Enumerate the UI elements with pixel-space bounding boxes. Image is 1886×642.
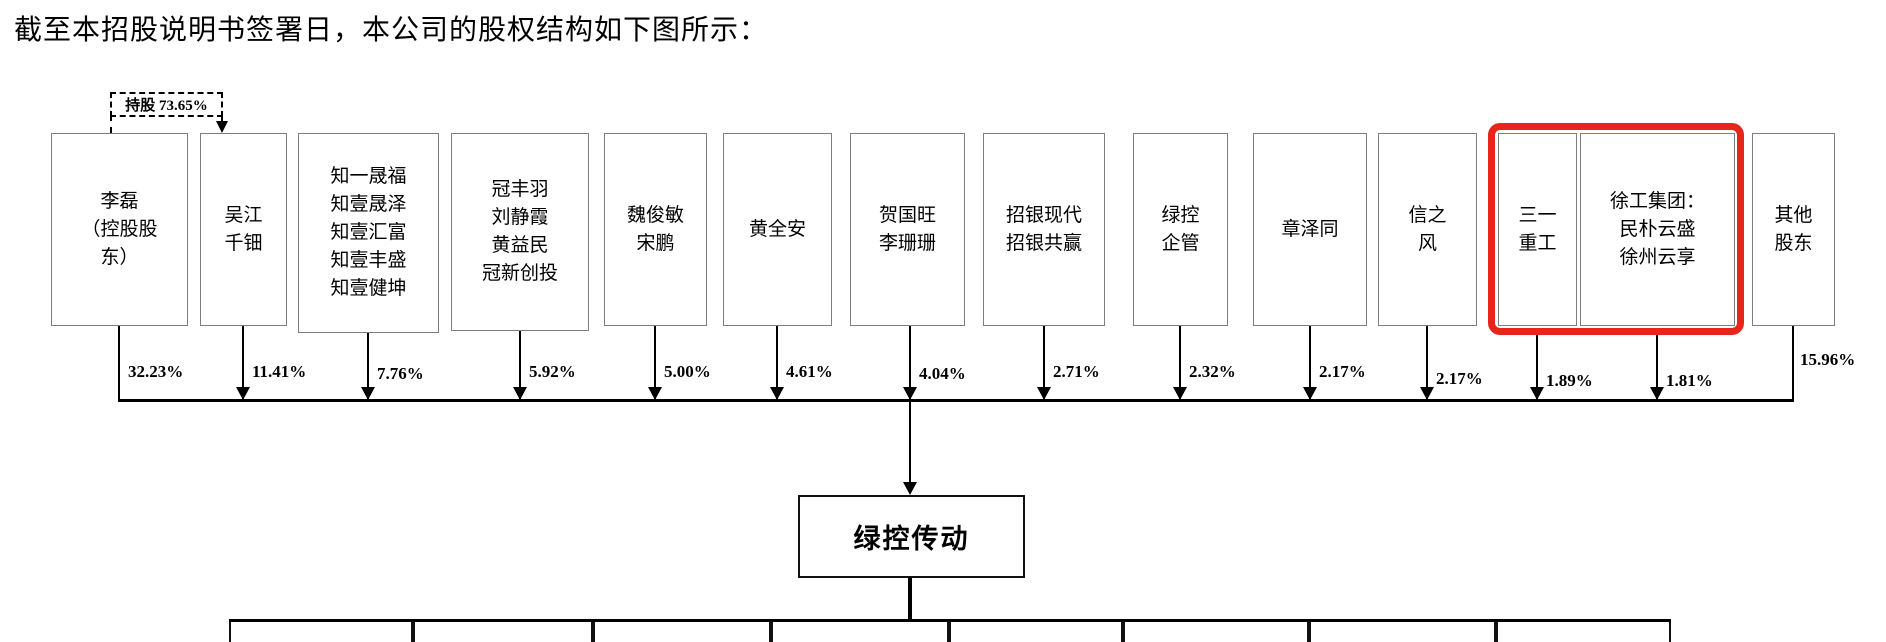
shareholder-name: 徐工集团： 民朴云盛 徐州云享 — [1609, 190, 1705, 268]
subsidiary-box — [593, 620, 771, 642]
connector-line — [909, 326, 911, 400]
shareholder-box: 知一晟福 知壹晟泽 知壹汇富 知壹丰盛 知壹健坤 — [298, 133, 439, 333]
shareholder-name: 冠丰羽 刘静霞 黄益民 冠新创投 — [481, 179, 558, 284]
ownership-percent-label: 1.89% — [1546, 371, 1593, 390]
connector-line — [367, 333, 369, 400]
subsidiary-box — [1123, 620, 1309, 642]
shareholder-name: 三一 重工 — [1518, 204, 1557, 254]
arrow-down-icon — [1173, 387, 1187, 400]
subsidiary-box — [949, 620, 1123, 642]
shareholder-name: 李磊 （控股股 东） — [81, 190, 158, 268]
ownership-percent-label: 5.92% — [529, 362, 576, 381]
shareholder-name: 信之 风 — [1408, 204, 1447, 254]
shareholder-box: 招银现代 招银共赢 — [983, 133, 1105, 326]
arrow-down-icon — [903, 387, 917, 400]
shareholder-box: 绿控 企管 — [1133, 133, 1228, 326]
connector-line-bottom — [908, 577, 912, 621]
connector-line — [242, 326, 244, 400]
holding-callout: 持股 73.65% — [110, 92, 223, 117]
ownership-percent-label: 4.04% — [919, 364, 966, 383]
arrow-down-icon — [648, 387, 662, 400]
ownership-percent-label: 11.41% — [252, 362, 307, 381]
shareholder-name: 贺国旺 李珊珊 — [878, 204, 936, 254]
shareholder-box: 吴江 千钿 — [200, 133, 287, 326]
ownership-percent-label: 1.81% — [1666, 371, 1713, 390]
connector-line-center — [909, 399, 911, 483]
connector-line — [1536, 335, 1538, 400]
shareholder-box: 其他 股东 — [1752, 133, 1835, 326]
arrow-down-icon — [236, 387, 250, 400]
ownership-percent-label: 5.00% — [664, 362, 711, 381]
arrow-down-icon — [216, 121, 228, 133]
shareholder-name: 黄全安 — [748, 218, 806, 240]
shareholder-box: 章泽同 — [1253, 133, 1367, 326]
ownership-percent-label: 32.23% — [128, 362, 184, 381]
shareholder-name: 魏俊敏 宋鹏 — [626, 204, 684, 254]
connector-line — [654, 326, 656, 400]
page-title: 截至本招股说明书签署日，本公司的股权结构如下图所示： — [14, 15, 769, 46]
connector-line — [519, 331, 521, 400]
arrow-down-icon — [1420, 387, 1434, 400]
shareholder-box-highlighted: 三一 重工 — [1498, 133, 1577, 326]
arrow-down-icon — [1037, 387, 1051, 400]
arrow-down-icon — [361, 387, 375, 400]
subsidiary-box — [413, 620, 593, 642]
shareholder-name: 绿控 企管 — [1161, 204, 1200, 254]
subsidiary-box — [229, 620, 413, 642]
arrow-down-icon — [770, 387, 784, 400]
connector-line — [118, 326, 120, 400]
shareholder-box-highlighted: 徐工集团： 民朴云盛 徐州云享 — [1580, 133, 1735, 326]
subsidiary-box — [1496, 620, 1671, 642]
company-box: 绿控传动 — [798, 495, 1025, 578]
ownership-percent-label: 4.61% — [786, 362, 833, 381]
collector-line-bottom — [229, 619, 1671, 622]
ownership-percent-label: 15.96% — [1800, 350, 1856, 369]
shareholder-box: 黄全安 — [723, 133, 832, 326]
company-name: 绿控传动 — [853, 524, 970, 554]
shareholder-name: 招银现代 招银共赢 — [1005, 204, 1082, 254]
shareholder-name: 吴江 千钿 — [224, 204, 263, 254]
subsidiary-box — [771, 620, 949, 642]
shareholder-box: 李磊 （控股股 东） — [51, 133, 188, 326]
arrow-down-icon — [1303, 387, 1317, 400]
connector-line — [1792, 326, 1794, 400]
dashed-connector-right — [221, 115, 223, 123]
connector-line — [1179, 326, 1181, 400]
arrow-down-icon — [1650, 387, 1664, 400]
arrow-down-icon — [513, 387, 527, 400]
shareholder-box: 贺国旺 李珊珊 — [850, 133, 965, 326]
shareholder-box: 信之 风 — [1378, 133, 1477, 326]
holding-callout-label: 持股 73.65% — [125, 98, 208, 114]
shareholder-name: 其他 股东 — [1774, 204, 1813, 254]
ownership-percent-label: 2.32% — [1189, 362, 1236, 381]
shareholder-name: 章泽同 — [1281, 218, 1339, 240]
shareholder-box: 冠丰羽 刘静霞 黄益民 冠新创投 — [451, 133, 589, 331]
ownership-percent-label: 7.76% — [377, 364, 424, 383]
connector-line — [776, 326, 778, 400]
ownership-percent-label: 2.17% — [1319, 362, 1366, 381]
connector-line — [1309, 326, 1311, 400]
connector-line — [1426, 326, 1428, 400]
ownership-percent-label: 2.71% — [1053, 362, 1100, 381]
shareholder-box: 魏俊敏 宋鹏 — [604, 133, 707, 326]
arrow-down-icon — [903, 482, 917, 495]
collector-line-top — [118, 399, 1794, 402]
shareholder-name: 知一晟福 知壹晟泽 知壹汇富 知壹丰盛 知壹健坤 — [330, 166, 407, 299]
ownership-percent-label: 2.17% — [1436, 369, 1483, 388]
subsidiary-box — [1309, 620, 1496, 642]
connector-line — [1043, 326, 1045, 400]
connector-line — [1656, 335, 1658, 400]
arrow-down-icon — [1530, 387, 1544, 400]
dashed-connector-left — [110, 115, 112, 133]
